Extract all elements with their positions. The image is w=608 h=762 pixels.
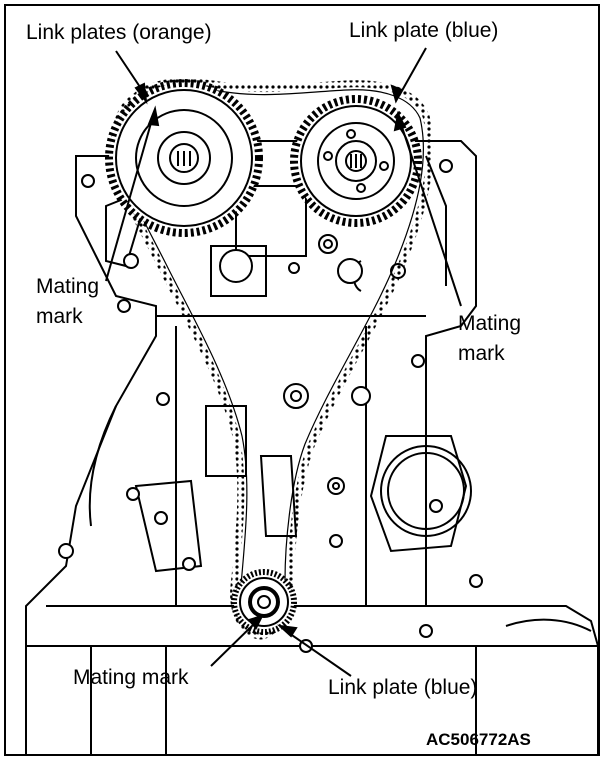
timing-chain-illustration [25,47,598,754]
diagram-frame: Link plates (orange) Link plate (blue) M… [4,4,600,756]
label-mating-mark-left-line1: Mating [36,275,100,298]
crankshaft-sprocket [231,569,297,635]
exhaust-cam-sprocket [290,95,422,227]
timing-chain [110,78,434,640]
leader-lines [105,47,462,677]
label-link-plates-orange: Link plates (orange) [26,21,212,44]
timing-chain-inner [119,88,424,630]
bolt-holes [58,159,483,653]
label-mating-mark-left-line2: mark [36,305,83,328]
label-mating-mark-right-line1: Mating [458,312,522,335]
figure-code: AC506772AS [426,730,531,749]
label-link-plate-blue-bottom: Link plate (blue) [328,676,478,699]
label-mating-mark-bottom: Mating mark [73,666,189,689]
intake-cam-sprocket [105,79,263,237]
label-link-plate-blue-top: Link plate (blue) [349,19,499,42]
label-mating-mark-right-line2: mark [458,342,505,365]
oil-pump-housing [380,445,472,537]
